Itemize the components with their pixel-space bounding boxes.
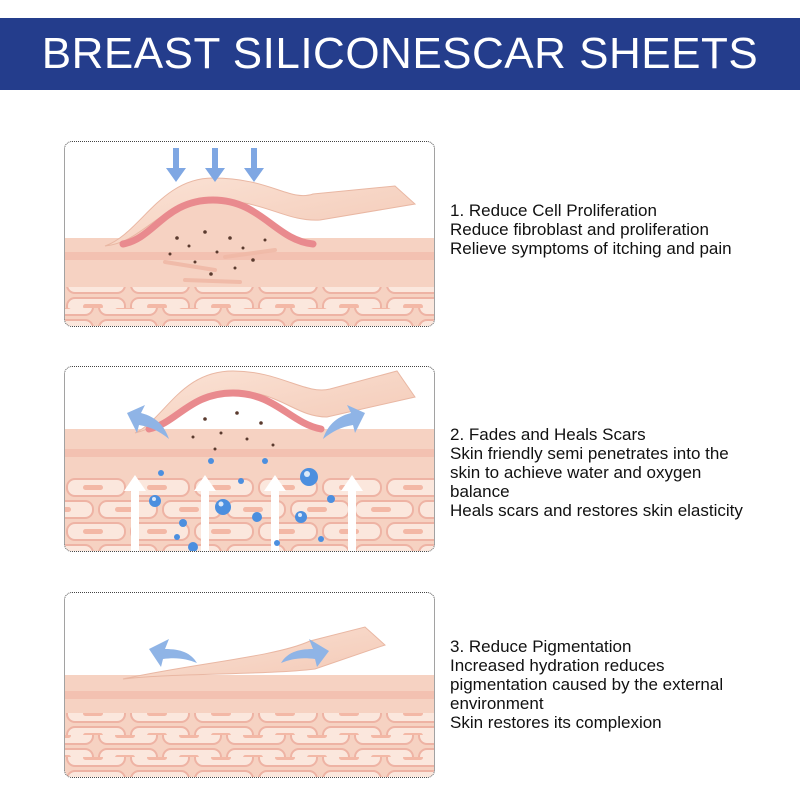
outward-arrows xyxy=(127,405,365,439)
illustration-fade-heal xyxy=(64,366,435,552)
up-arrow-icon xyxy=(124,475,146,551)
curved-arrow-icon xyxy=(323,405,365,439)
scar-bump xyxy=(105,200,330,246)
step-line: environment xyxy=(450,694,544,713)
illustration-pigmentation xyxy=(64,592,435,778)
step-line: Increased hydration reduces xyxy=(450,656,665,675)
step-line: Skin friendly semi penetrates into the xyxy=(450,444,729,463)
cell-row xyxy=(65,519,434,541)
curved-arrow-icon xyxy=(281,639,329,667)
step-heading: 3. Reduce Pigmentation xyxy=(450,637,632,656)
cell-row xyxy=(65,287,434,308)
title-banner: BREAST SILICONESCAR SHEETS xyxy=(0,18,800,90)
water-bubbles xyxy=(149,458,335,551)
fibroblast-dots xyxy=(168,230,267,276)
step-line: Heals scars and restores skin elasticity xyxy=(450,501,743,520)
step-line: Reduce fibroblast and proliferation xyxy=(450,220,709,239)
step-2-description: 2. Fades and Heals Scars Skin friendly s… xyxy=(450,425,795,520)
silicone-sheet xyxy=(122,626,386,680)
step-heading: 2. Fades and Heals Scars xyxy=(450,425,646,444)
cell-row xyxy=(65,713,434,735)
page-title: BREAST SILICONESCAR SHEETS xyxy=(41,29,759,78)
spreading-arrows xyxy=(149,639,329,667)
upward-arrows xyxy=(124,475,363,551)
down-arrow-icon xyxy=(205,148,225,182)
cell-row xyxy=(65,735,434,757)
up-arrow-icon xyxy=(341,475,363,551)
cell-row xyxy=(65,308,434,326)
step-3-description: 3. Reduce Pigmentation Increased hydrati… xyxy=(450,637,795,732)
step-heading: 1. Reduce Cell Proliferation xyxy=(450,201,657,220)
scar-line xyxy=(145,389,325,433)
step-line: Skin restores its complexion xyxy=(450,713,662,732)
down-arrow-icon xyxy=(244,148,264,182)
cell-row xyxy=(65,757,434,777)
cell-row xyxy=(65,497,434,519)
curved-arrow-icon xyxy=(149,639,197,667)
step-line: skin to achieve water and oxygen xyxy=(450,463,702,482)
step-line: Relieve symptoms of itching and pain xyxy=(450,239,732,258)
step-1-description: 1. Reduce Cell Proliferation Reduce fibr… xyxy=(450,201,795,258)
up-arrow-icon xyxy=(264,475,286,551)
step-line: pigmentation caused by the external xyxy=(450,675,724,694)
pressure-arrows xyxy=(166,148,264,182)
curved-arrow-icon xyxy=(127,405,169,439)
up-arrow-icon xyxy=(194,475,216,551)
down-arrow-icon xyxy=(166,148,186,182)
illustration-cell-proliferation xyxy=(64,141,435,327)
step-line: balance xyxy=(450,482,510,501)
cell-row xyxy=(65,475,434,497)
scar-line xyxy=(119,196,317,248)
